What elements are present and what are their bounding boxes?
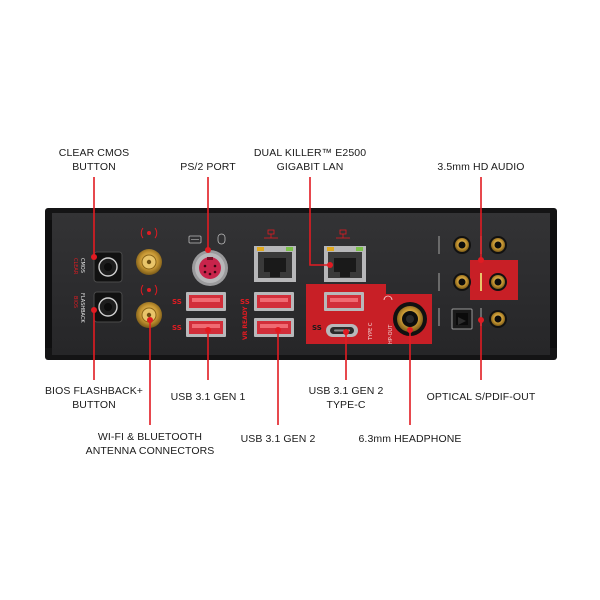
network-icon-lan2 <box>336 229 350 239</box>
label-line: USB 3.1 GEN 1 <box>170 391 246 403</box>
usb-type-c-port[interactable] <box>326 324 358 337</box>
headphone-jack-6-3mm[interactable] <box>393 302 427 336</box>
label-line: USB 3.1 GEN 2 <box>308 385 384 397</box>
superspeed-usb-icon-gen1: SS SS <box>172 298 182 332</box>
label-line: 6.3mm HEADPHONE <box>358 433 462 445</box>
mouse-icon <box>217 233 226 245</box>
optical-spdif-port[interactable] <box>451 308 473 330</box>
shield-right-rail <box>550 220 557 348</box>
label-antenna-connectors: WI-FI & BLUETOOTH ANTENNA CONNECTORS <box>82 430 218 458</box>
svg-text:SS: SS <box>172 298 182 306</box>
label-line: BIOS FLASHBACK+ <box>44 385 144 397</box>
headphone-icon <box>383 295 393 301</box>
label-line: GIGABIT LAN <box>276 161 344 173</box>
audio-jack-line-in[interactable] <box>489 236 507 254</box>
label-usb-gen2: USB 3.1 GEN 2 <box>238 432 318 446</box>
usb-gen1-port-bottom[interactable] <box>186 318 226 337</box>
label-optical-spdif: OPTICAL S/PDIF-OUT <box>420 390 542 404</box>
audio-jack-rs-out[interactable] <box>453 236 471 254</box>
label-line: OPTICAL S/PDIF-OUT <box>426 391 536 403</box>
print-vr-ready: VR READY <box>242 306 249 340</box>
label-clear-cmos-button: CLEAR CMOS BUTTON <box>54 146 134 174</box>
audio-jack-mic-in[interactable] <box>489 310 507 328</box>
print-hp-out: HP-OUT <box>388 324 394 344</box>
label-line: USB 3.1 GEN 2 <box>240 433 316 445</box>
label-line: DUAL KILLER™ E2500 <box>253 147 367 159</box>
svg-text:SS: SS <box>172 324 182 332</box>
audio-jack-cs-out[interactable] <box>453 273 471 291</box>
bios-flashback-button[interactable] <box>93 291 123 323</box>
ps2-port[interactable] <box>192 250 228 286</box>
label-bios-flashback-button: BIOS FLASHBACK+ BUTTON <box>36 384 152 412</box>
print-clear: CLEAR <box>72 258 78 275</box>
audio-jack-line-out[interactable] <box>489 273 507 291</box>
clear-cmos-button[interactable] <box>93 251 123 283</box>
label-ps2-port: PS/2 PORT <box>168 160 248 174</box>
print-cmos: CMOS <box>79 258 85 273</box>
usb-gen2-plate-port[interactable] <box>324 292 364 311</box>
antenna-connector-bottom[interactable] <box>136 302 162 328</box>
label-dual-killer-lan: DUAL KILLER™ E2500 GIGABIT LAN <box>250 146 370 174</box>
leader-lines <box>93 177 482 425</box>
wifi-antenna-icon-top <box>140 227 158 239</box>
leader-lan <box>309 177 330 266</box>
label-usb-gen1: USB 3.1 GEN 1 <box>168 390 248 404</box>
lan-port-1[interactable] <box>254 246 296 282</box>
label-line: TYPE-C <box>326 399 366 411</box>
label-hd-audio: 3.5mm HD AUDIO <box>436 160 526 174</box>
label-line: BUTTON <box>72 399 116 411</box>
usb-gen2-port-bottom[interactable] <box>254 318 294 337</box>
label-line: 3.5mm HD AUDIO <box>437 161 525 173</box>
keyboard-icon <box>188 235 202 244</box>
label-line: ANTENNA CONNECTORS <box>85 445 215 457</box>
wifi-antenna-icon-bottom <box>140 284 158 296</box>
label-line: BUTTON <box>72 161 116 173</box>
label-line: CLEAR CMOS <box>58 147 130 159</box>
audio-jack-grid <box>453 236 507 328</box>
svg-text:SS: SS <box>240 298 250 306</box>
print-bios: BIOS <box>72 296 78 308</box>
label-line: WI-FI & BLUETOOTH <box>97 431 203 443</box>
usb-gen1-port-top[interactable] <box>186 292 226 311</box>
shield-left-rail <box>45 220 52 348</box>
print-type-c: TYPE C <box>368 322 374 341</box>
label-usb-type-c: USB 3.1 GEN 2 TYPE-C <box>300 384 392 412</box>
superspeed-usb-icon-gen2: SS <box>240 298 250 306</box>
leader-dots <box>91 247 484 335</box>
network-icon-lan1 <box>264 229 278 239</box>
usb-gen2-port-top[interactable] <box>254 292 294 311</box>
superspeed-usb-icon-typec: SS <box>312 324 322 332</box>
label-line: PS/2 PORT <box>180 161 236 173</box>
svg-text:SS: SS <box>312 324 322 332</box>
antenna-connector-top[interactable] <box>136 249 162 275</box>
print-flashback: FLASHBACK <box>79 293 85 323</box>
label-headphone: 6.3mm HEADPHONE <box>358 432 462 446</box>
